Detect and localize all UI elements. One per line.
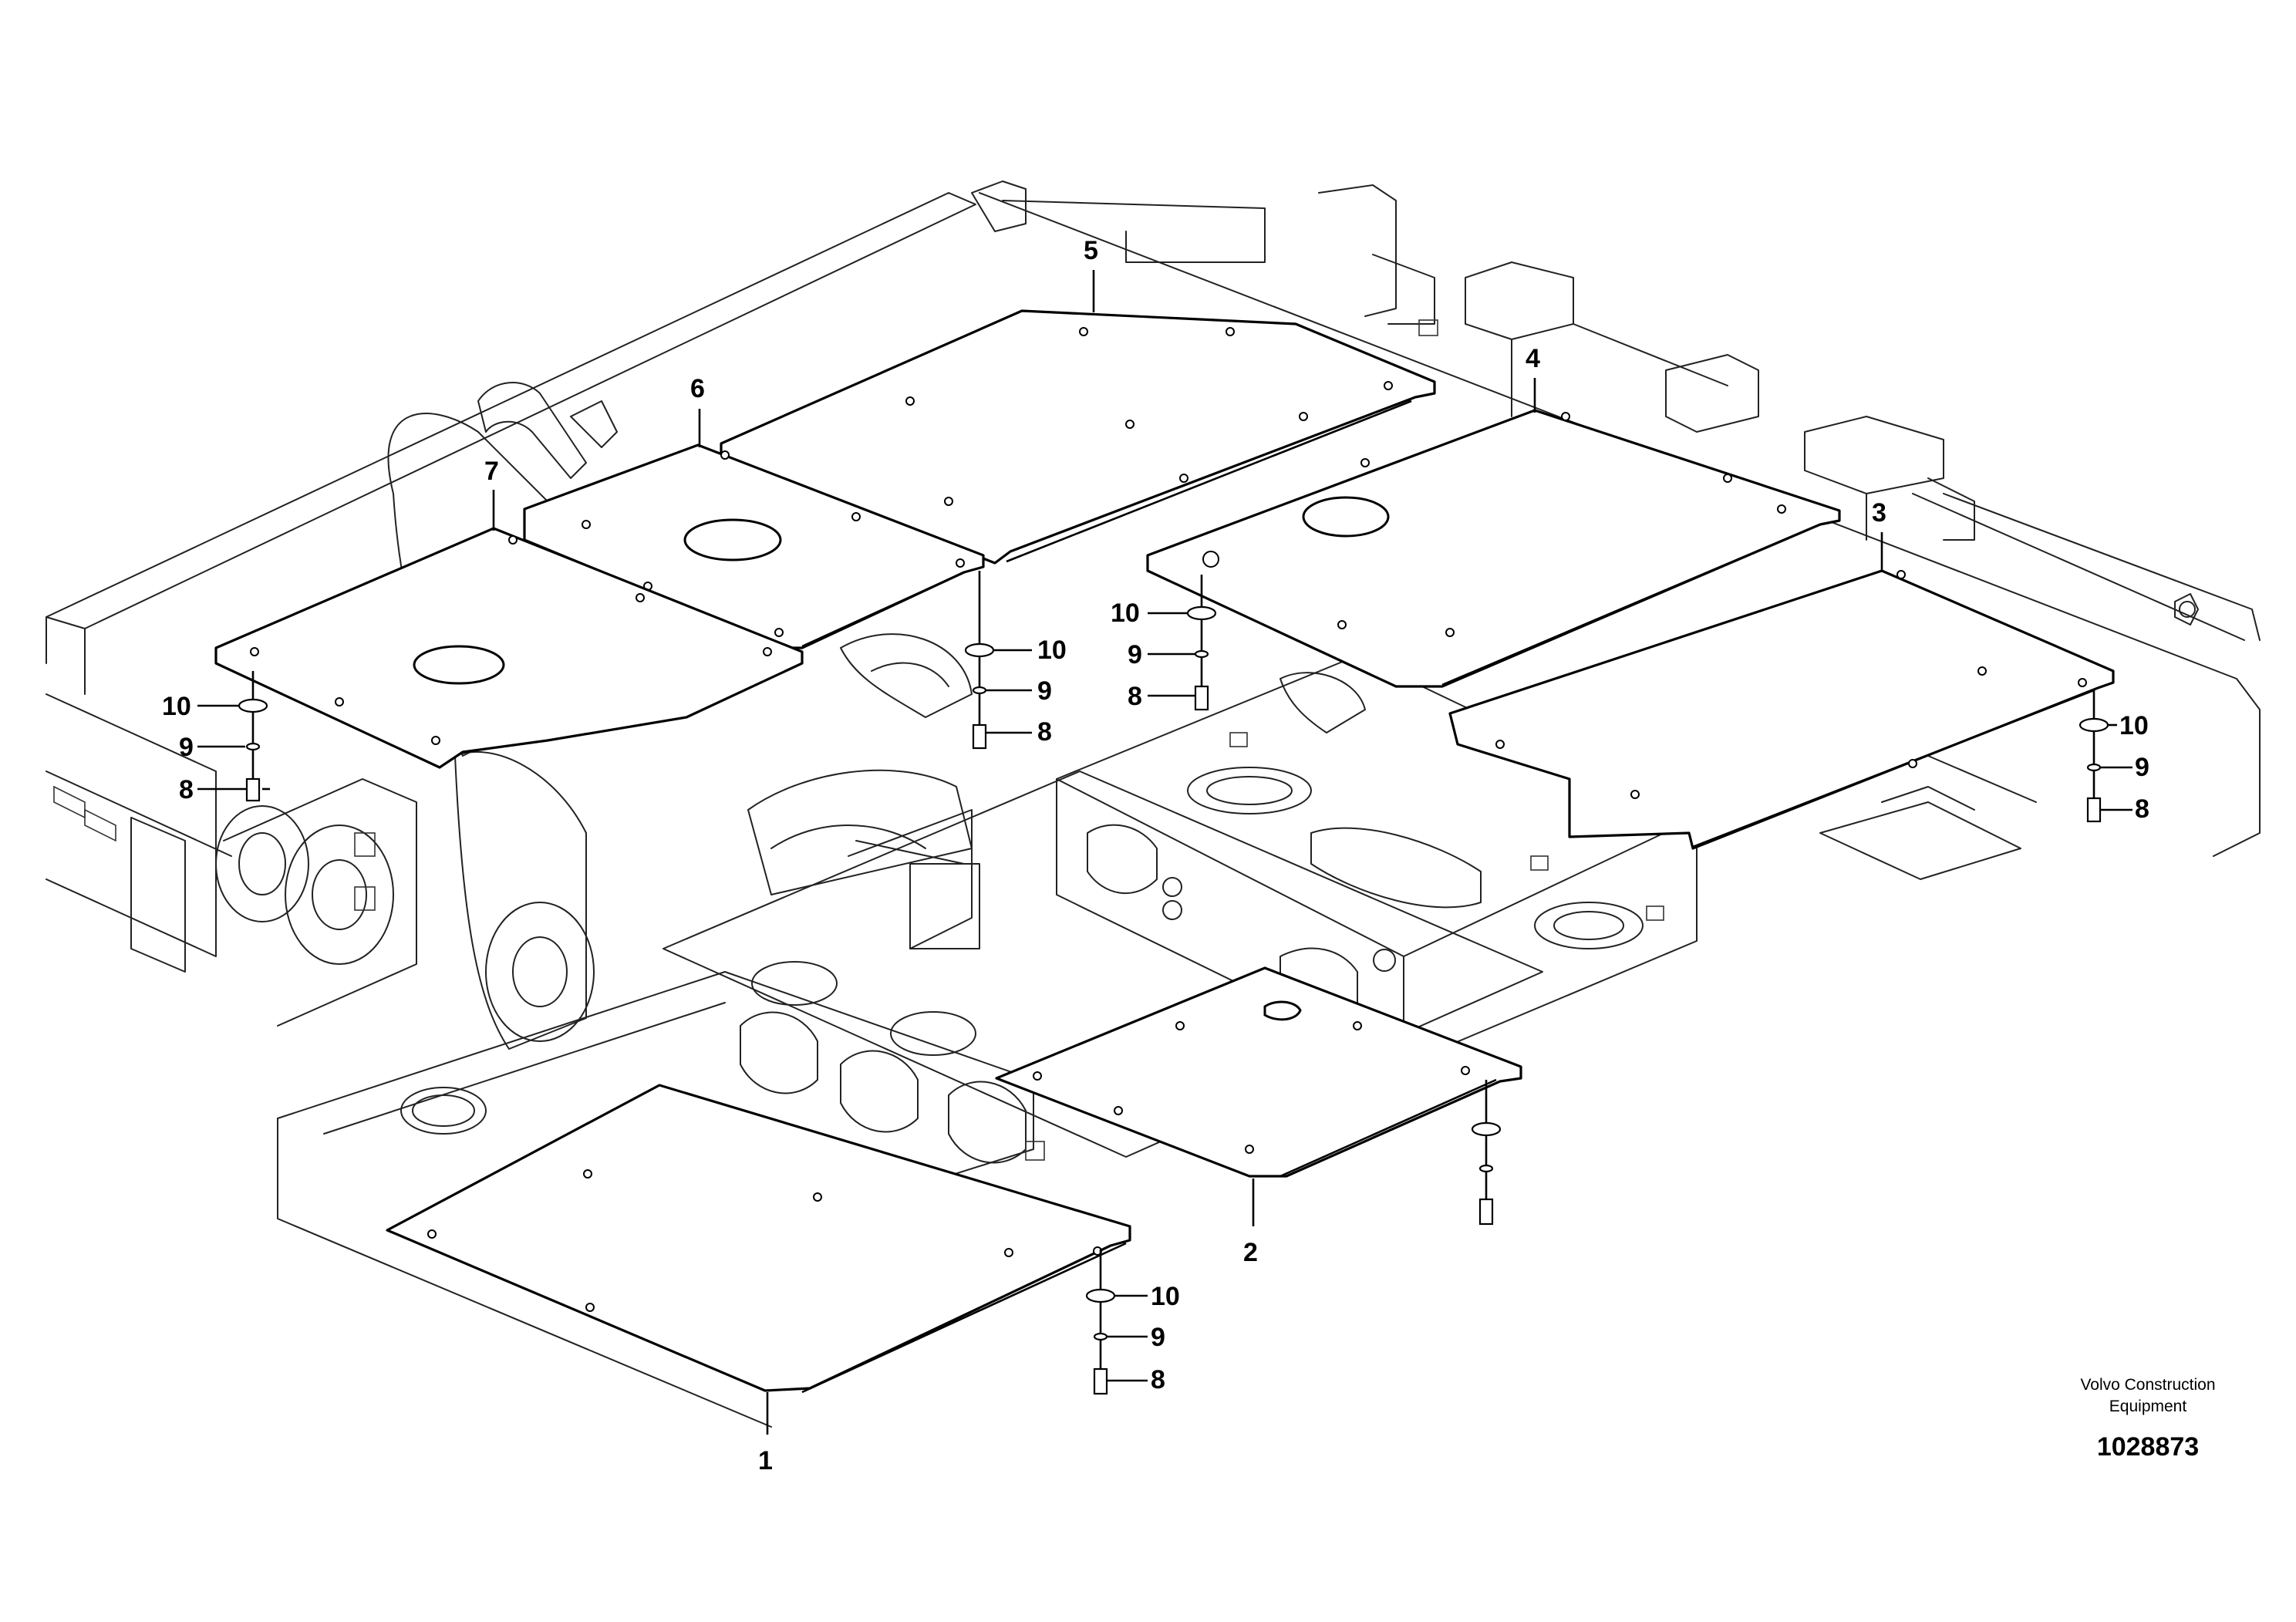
callout-9-c: 9	[1128, 640, 1142, 669]
company-name-line1: Volvo Construction	[2080, 1376, 2215, 1394]
plate-2	[995, 966, 1522, 1178]
plate-5	[720, 309, 1436, 565]
callout-1: 1	[758, 1446, 773, 1475]
plate-4	[1146, 409, 1841, 688]
fastener-stack-plate-3	[2079, 690, 2109, 823]
plate-1	[386, 1084, 1131, 1394]
callout-9-d: 9	[2135, 753, 2149, 782]
callout-10-a: 10	[162, 692, 191, 721]
drawing-number: 1028873	[2097, 1432, 2199, 1462]
callout-9-b: 9	[1037, 676, 1052, 706]
callout-8-b: 8	[1037, 717, 1052, 747]
callout-6: 6	[690, 374, 705, 403]
callout-10-d: 10	[2119, 711, 2149, 740]
fastener-stack-plate-2	[1471, 1080, 1502, 1226]
callout-3: 3	[1872, 498, 1886, 528]
plate-7	[214, 527, 804, 769]
fastener-stack-plate-6	[964, 571, 995, 750]
plate-3	[1448, 569, 2115, 850]
callout-8-e: 8	[1151, 1365, 1165, 1394]
callout-4: 4	[1526, 344, 1540, 373]
fastener-stack-plate-4	[1186, 575, 1217, 711]
callout-10-c: 10	[1111, 599, 1140, 628]
company-name-line2: Equipment	[2109, 1398, 2187, 1415]
machine-frame	[46, 180, 2261, 1428]
callout-5: 5	[1084, 236, 1098, 265]
callout-7: 7	[484, 457, 499, 486]
callout-8-a: 8	[179, 775, 194, 804]
callout-8-c: 8	[1128, 682, 1142, 711]
callout-labels: 1 2 3 4 5 6 7 10 9 8 10 9 8 10 9 8 10 9 …	[162, 236, 2149, 1475]
fastener-stack-plate-1	[1085, 1249, 1116, 1395]
callout-9-a: 9	[179, 733, 194, 762]
callout-9-e: 9	[1151, 1323, 1165, 1352]
callout-10-b: 10	[1037, 636, 1067, 665]
footer-block: Volvo Construction Equipment 1028873	[2080, 1376, 2215, 1462]
callout-10-e: 10	[1151, 1282, 1180, 1311]
fastener-stack-plate-7	[238, 671, 268, 802]
callout-leaders	[262, 270, 1883, 1435]
callout-8-d: 8	[2135, 794, 2149, 824]
plate-6	[523, 443, 985, 649]
callout-2: 2	[1243, 1238, 1258, 1267]
